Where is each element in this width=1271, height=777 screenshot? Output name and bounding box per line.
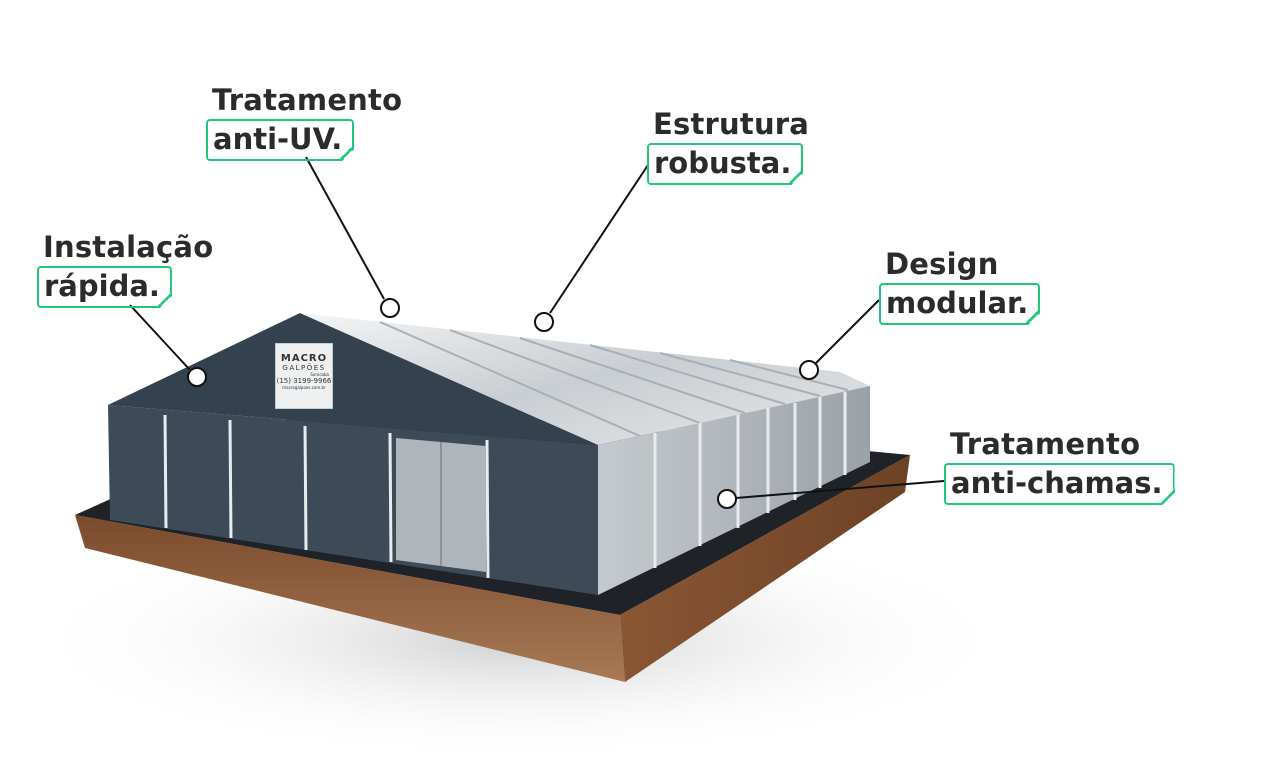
marker-anti-chamas (717, 489, 737, 509)
callout-estrutura: Estrutura robusta. (647, 110, 809, 185)
marker-instalacao (187, 367, 207, 387)
marker-anti-uv (380, 298, 400, 318)
sign-brand-line2: GALPÕES (282, 364, 326, 372)
marker-estrutura (534, 312, 554, 332)
callout-design: Design modular. (879, 247, 1041, 325)
side-wall (598, 386, 870, 595)
callout-title: Tratamento (950, 427, 1141, 461)
callout-leaders (129, 156, 945, 499)
sign-city: Sorocaba (310, 372, 329, 377)
callout-highlight: anti-UV. (206, 119, 354, 161)
front-gable (108, 313, 598, 445)
callout-anti-uv: Tratamento anti-UV. (206, 86, 402, 161)
callout-title: Estrutura (653, 107, 810, 141)
soil-front-face (75, 515, 625, 682)
callout-title: Design (885, 247, 999, 281)
roof-seams (379, 321, 849, 437)
callout-highlight: robusta. (647, 143, 803, 185)
sign-brand-line1: MACRO (280, 353, 328, 364)
sign-phone: (15) 3199-9966 (276, 377, 332, 385)
marker-design (799, 360, 819, 380)
company-sign: MACRO GALPÕES Sorocaba (15) 3199-9966 ma… (275, 343, 333, 409)
callout-highlight: rápida. (37, 266, 172, 308)
roof (300, 313, 870, 445)
callout-highlight: anti-chamas. (944, 463, 1175, 505)
callout-title: Tratamento (212, 83, 403, 117)
callout-anti-chamas: Tratamento anti-chamas. (944, 430, 1175, 505)
callout-highlight: modular. (879, 283, 1040, 325)
soil-right-face (620, 455, 910, 682)
callout-title: Instalação (43, 230, 214, 264)
callout-instalacao: Instalação rápida. (37, 233, 213, 308)
sign-website: macrogalpoes.com.br (282, 385, 326, 390)
